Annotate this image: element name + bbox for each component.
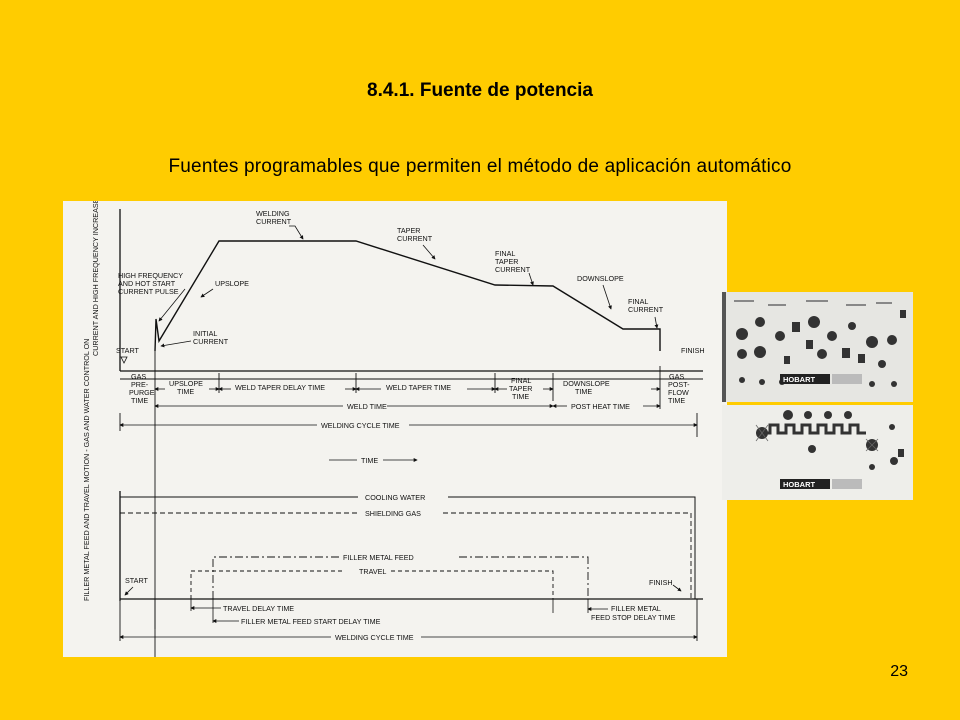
lower-welding-cycle-time-label: WELDING CYCLE TIME bbox=[335, 633, 414, 642]
svg-text:WELDING: WELDING bbox=[256, 209, 290, 218]
svg-text:HIGH FREQUENCY: HIGH FREQUENCY bbox=[118, 271, 183, 280]
svg-text:TAPER: TAPER bbox=[509, 384, 532, 393]
svg-text:UPSLOPE: UPSLOPE bbox=[169, 379, 203, 388]
svg-text:GAS: GAS bbox=[669, 372, 684, 381]
travel-delay-time-label: TRAVEL DELAY TIME bbox=[223, 604, 294, 613]
page-number: 23 bbox=[890, 663, 908, 680]
svg-text:DOWNSLOPE: DOWNSLOPE bbox=[577, 274, 624, 283]
welding-cycle-time-label: WELDING CYCLE TIME bbox=[321, 421, 400, 430]
svg-text:CURRENT: CURRENT bbox=[256, 217, 292, 226]
brand-label-top: HOBART bbox=[783, 375, 815, 384]
svg-text:INITIAL: INITIAL bbox=[193, 329, 217, 338]
svg-text:TIME: TIME bbox=[575, 387, 592, 396]
travel-line bbox=[190, 570, 345, 599]
current-profile-line bbox=[154, 240, 661, 352]
svg-text:TIME: TIME bbox=[668, 396, 685, 405]
control-panel-photo-bottom: HOBART bbox=[722, 405, 913, 500]
svg-text:FLOW: FLOW bbox=[668, 388, 689, 397]
svg-text:POST-: POST- bbox=[668, 380, 690, 389]
filler-stop-delay-label-2: FEED STOP DELAY TIME bbox=[591, 613, 676, 622]
svg-text:TAPER: TAPER bbox=[495, 257, 518, 266]
svg-text:FINAL: FINAL bbox=[511, 376, 531, 385]
svg-text:CURRENT: CURRENT bbox=[495, 265, 531, 274]
brand-label-bottom: HOBART bbox=[783, 480, 815, 489]
svg-text:TIME: TIME bbox=[512, 392, 529, 401]
svg-text:UPSLOPE: UPSLOPE bbox=[215, 279, 249, 288]
upper-labels: WELDING CURRENT TAPER CURRENT FINAL TAPE… bbox=[116, 209, 705, 364]
svg-text:START: START bbox=[116, 346, 140, 355]
svg-text:PURGE: PURGE bbox=[129, 388, 155, 397]
svg-text:PRE-: PRE- bbox=[131, 380, 149, 389]
svg-text:FINAL: FINAL bbox=[628, 297, 648, 306]
lower-start-label: START bbox=[125, 576, 149, 585]
svg-text:CURRENT: CURRENT bbox=[628, 305, 664, 314]
welding-sequence-diagram: CURRENT AND HIGH FREQUENCY INCREASE WELD… bbox=[63, 201, 727, 657]
weld-time-label: WELD TIME bbox=[347, 402, 387, 411]
filler-stop-delay-label-1: FILLER METAL bbox=[611, 604, 661, 613]
svg-text:CURRENT: CURRENT bbox=[193, 337, 229, 346]
svg-text:WELD TAPER TIME: WELD TAPER TIME bbox=[386, 383, 451, 392]
y-axis-label-top: CURRENT AND HIGH FREQUENCY INCREASE bbox=[91, 201, 100, 356]
filler-metal-feed-label: FILLER METAL FEED bbox=[343, 553, 414, 562]
timeline-labels: GAS PRE- PURGE TIME UPSLOPE TIME WELD TA… bbox=[129, 372, 690, 405]
post-heat-time-label: POST HEAT TIME bbox=[571, 402, 630, 411]
svg-text:TIME: TIME bbox=[131, 396, 148, 405]
leader-lines bbox=[158, 225, 659, 348]
travel-label: TRAVEL bbox=[359, 567, 386, 576]
slide-title: 8.4.1. Fuente de potencia bbox=[367, 80, 593, 101]
cooling-water-label: COOLING WATER bbox=[365, 493, 425, 502]
svg-text:FINISH: FINISH bbox=[681, 346, 705, 355]
time-arrow-label: TIME bbox=[361, 456, 378, 465]
svg-text:FINAL: FINAL bbox=[495, 249, 515, 258]
slide-subtitle: Fuentes programables que permiten el mét… bbox=[168, 156, 792, 177]
svg-text:GAS: GAS bbox=[131, 372, 146, 381]
svg-text:CURRENT PULSE: CURRENT PULSE bbox=[118, 287, 179, 296]
shielding-gas-label: SHIELDING GAS bbox=[365, 509, 421, 518]
control-panel-photo-top: HOBART bbox=[722, 292, 913, 402]
svg-text:CURRENT: CURRENT bbox=[397, 234, 433, 243]
filler-start-delay-label: FILLER METAL FEED START DELAY TIME bbox=[241, 617, 381, 626]
svg-text:WELD TAPER DELAY TIME: WELD TAPER DELAY TIME bbox=[235, 383, 325, 392]
y-axis-label-bottom: FILLER METAL FEED AND TRAVEL MOTION - GA… bbox=[82, 339, 91, 601]
svg-text:DOWNSLOPE: DOWNSLOPE bbox=[563, 379, 610, 388]
lower-finish-label: FINISH bbox=[649, 578, 673, 587]
svg-text:TIME: TIME bbox=[177, 387, 194, 396]
svg-text:TAPER: TAPER bbox=[397, 226, 420, 235]
svg-text:AND HOT START: AND HOT START bbox=[118, 279, 176, 288]
